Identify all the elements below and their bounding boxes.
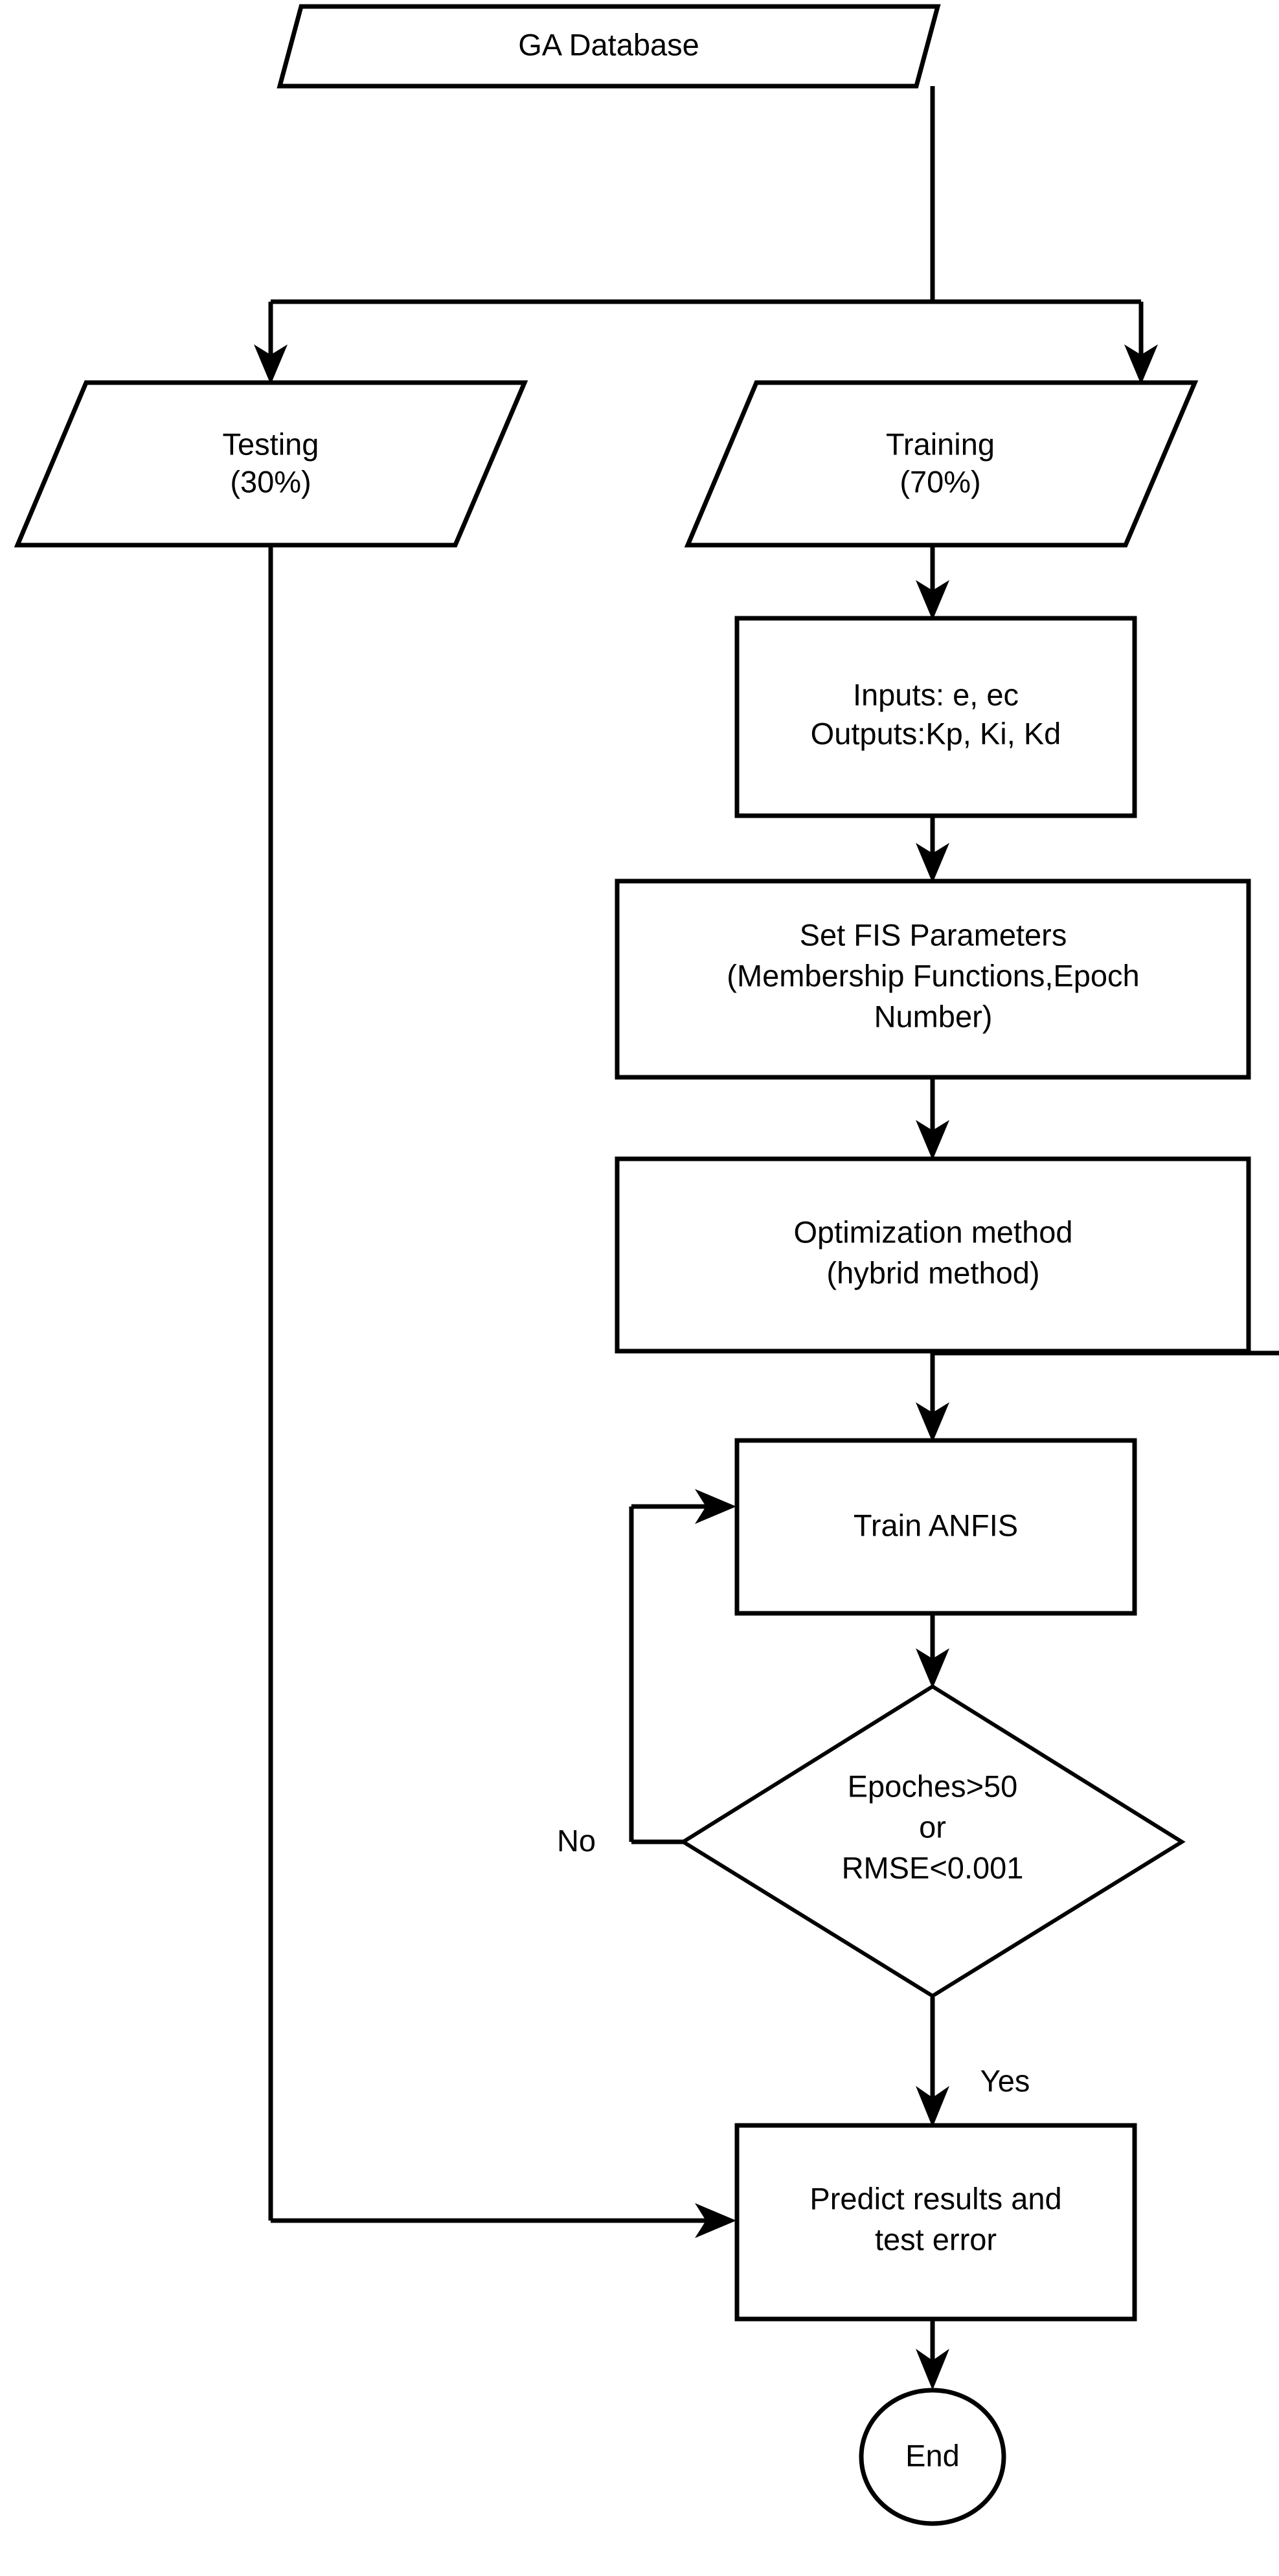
inputs-outputs-label-line-2: Outputs:Kp, Ki, Kd [811, 716, 1061, 750]
train-anfis-label-line-1: Train ANFIS [854, 1508, 1018, 1542]
end-shape [859, 2388, 1006, 2526]
inputs-outputs-label-line-1: Inputs: e, ec [853, 677, 1019, 711]
arrowhead-inputs-to-set-fis [916, 843, 949, 883]
edge-optimization-to-train-anfis [916, 1350, 1279, 1442]
arrowhead-yes-to-predict [916, 2086, 949, 2127]
inputs-outputs-shape [734, 616, 1137, 818]
node-stop-condition[interactable]: Epoches>50 or RMSE<0.001 [679, 1684, 1186, 1999]
testing-label-line-1: Testing [223, 427, 319, 461]
set-fis-parameters-label-line-2: (Membership Functions,Epoch [727, 958, 1139, 992]
set-fis-parameters-label-line-3: Number) [874, 999, 993, 1033]
edge-inputs-to-set-fis [916, 817, 949, 883]
training-label-line-1: Training [886, 427, 995, 461]
stop-condition-label-line-2: or [919, 1809, 946, 1844]
set-fis-parameters-label-line-1: Set FIS Parameters [800, 917, 1067, 952]
node-predict-results[interactable]: Predict results and test error [734, 2123, 1137, 2322]
node-training[interactable]: Training (70%) [684, 380, 1199, 548]
predict-results-label-line-2: test error [875, 2222, 997, 2256]
edge-label-no: No [557, 1823, 596, 1857]
arrowhead-optimization-to-train [916, 1402, 949, 1442]
edge-train-anfis-to-decision [916, 1615, 949, 1688]
optimization-method-label-line-1: Optimization method [793, 1215, 1072, 1249]
testing-label-line-2: (30%) [230, 464, 311, 498]
training-label-line-2: (70%) [900, 464, 980, 498]
stop-condition-shape [679, 1684, 1186, 1999]
optimization-method-label-line-2: (hybrid method) [826, 1255, 1039, 1290]
arrowhead-to-testing [254, 344, 288, 385]
arrowhead-train-to-decision [916, 1648, 949, 1688]
optimization-method-shape [615, 1156, 1251, 1354]
node-inputs-outputs[interactable]: Inputs: e, ec Outputs:Kp, Ki, Kd [734, 616, 1137, 818]
stop-condition-label-line-3: RMSE<0.001 [842, 1850, 1024, 1885]
ga-database-label-line-1: GA Database [518, 27, 699, 62]
arrowhead-testing-to-predict [695, 2203, 736, 2238]
arrowhead-no-to-train-anfis [695, 1489, 736, 1524]
edge-predict-results-to-end [916, 2321, 949, 2390]
arrowhead-training-to-inputs [916, 580, 949, 620]
edge-label-yes: Yes [980, 2063, 1030, 2098]
edge-set-fis-to-optimization [916, 1079, 949, 1160]
stop-condition-label-line-1: Epoches>50 [848, 1769, 1018, 1803]
predict-results-label-line-1: Predict results and [809, 2181, 1061, 2215]
end-label-line-1: End [905, 2438, 960, 2472]
edge-ga-database-to-split [254, 86, 1158, 385]
arrowhead-set-fis-to-optimization [916, 1120, 949, 1160]
edge-training-to-inputs [916, 547, 949, 620]
node-optimization-method[interactable]: Optimization method (hybrid method) [615, 1156, 1251, 1354]
training-shape [684, 380, 1199, 548]
set-fis-parameters-shape [615, 879, 1251, 1080]
node-train-anfis[interactable]: Train ANFIS [734, 1438, 1137, 1616]
node-testing[interactable]: Testing (30%) [14, 380, 528, 548]
testing-shape [14, 380, 528, 548]
node-set-fis-parameters[interactable]: Set FIS Parameters (Membership Functions… [615, 879, 1251, 1080]
edge-testing-to-predict-results [268, 547, 736, 2238]
node-ga-database[interactable]: GA Database [277, 4, 941, 89]
node-end[interactable]: End [859, 2388, 1006, 2526]
train-anfis-shape [734, 1438, 1137, 1616]
arrowhead-to-training [1124, 344, 1158, 385]
edge-decision-no-to-train-anfis [629, 1489, 736, 1844]
arrowhead-predict-to-end [916, 2349, 949, 2390]
predict-results-shape [734, 2123, 1137, 2322]
ga-database-shape [277, 4, 941, 89]
edge-decision-yes-to-predict-results [916, 1997, 949, 2127]
